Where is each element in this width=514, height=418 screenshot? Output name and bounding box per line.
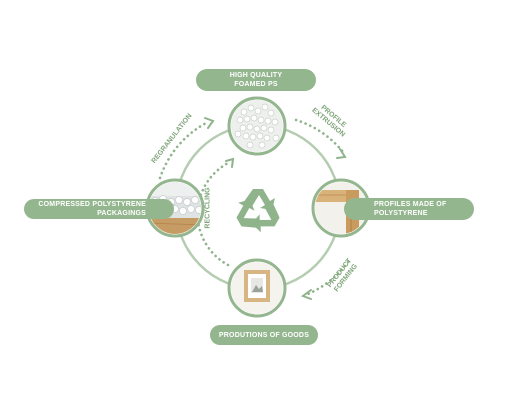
profile-extrusion-arrow xyxy=(294,118,347,159)
product-forming-arrow xyxy=(300,260,350,300)
node-label-profiles-polystyrene: PROFILES MADE OF POLYSTYRENE xyxy=(344,198,474,220)
step-label-recycling: RECYCLING xyxy=(204,187,212,229)
node-label-compressed-polystyrene: COMPRESSED POLYSTYRENE PACKAGINGS xyxy=(24,199,174,219)
node-label-line: POLYSTYRENE xyxy=(374,210,428,217)
node-label-line: HIGH QUALITY xyxy=(229,72,283,79)
node-label-line: FOAMED PS xyxy=(234,81,278,88)
node-label-line: PROFILES MADE OF xyxy=(374,201,447,208)
foam-beads-icon xyxy=(227,96,287,156)
node-label-high-quality-foamed-ps: HIGH QUALITY FOAMED PS xyxy=(196,69,316,91)
node-label-line: PRODUTIONS OF GOODS xyxy=(218,331,310,339)
picture-frame-icon xyxy=(227,258,287,318)
node-label-line: COMPRESSED POLYSTYRENE xyxy=(38,201,146,208)
node-label-production-of-goods: PRODUTIONS OF GOODS xyxy=(210,325,318,345)
regranulation-arrow xyxy=(158,117,215,180)
node-label-line: PACKAGINGS xyxy=(97,210,146,217)
recycling-arrow xyxy=(196,157,235,267)
recycle-icon xyxy=(236,189,280,233)
